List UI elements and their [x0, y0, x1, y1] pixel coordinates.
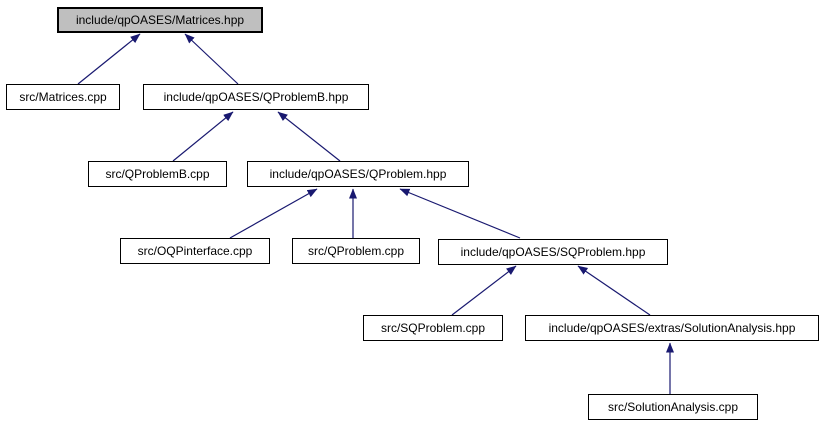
node-qproblemb-hpp[interactable]: include/qpOASES/QProblemB.hpp: [143, 84, 369, 110]
edge-sqproblem-hpp-to-qproblem-hpp: [399, 188, 521, 239]
node-src-matrices-cpp[interactable]: src/Matrices.cpp: [6, 84, 120, 110]
edge-src-sqproblem-cpp-to-sqproblem-hpp: [451, 265, 517, 316]
node-qproblem-hpp[interactable]: include/qpOASES/QProblem.hpp: [247, 161, 469, 187]
node-sqproblem-hpp[interactable]: include/qpOASES/SQProblem.hpp: [438, 239, 668, 265]
node-solutionanalysis-hpp[interactable]: include/qpOASES/extras/SolutionAnalysis.…: [525, 315, 819, 341]
node-src-qproblemb-cpp[interactable]: src/QProblemB.cpp: [88, 161, 227, 187]
node-src-solutionanalysis-cpp[interactable]: src/SolutionAnalysis.cpp: [588, 394, 758, 420]
node-src-oqpinterface-cpp[interactable]: src/OQPinterface.cpp: [120, 238, 270, 264]
edge-qproblemb-hpp-to-matrices-hpp: [184, 33, 239, 85]
node-matrices-hpp[interactable]: include/qpOASES/Matrices.hpp: [57, 7, 263, 33]
node-src-qproblem-cpp[interactable]: src/QProblem.cpp: [292, 238, 420, 264]
edge-solutionanalysis-hpp-to-sqproblem-hpp: [577, 265, 651, 316]
edge-src-qproblemb-cpp-to-qproblemb-hpp: [172, 111, 234, 162]
edge-qproblem-hpp-to-qproblemb-hpp: [277, 111, 341, 162]
node-src-sqproblem-cpp[interactable]: src/SQProblem.cpp: [363, 315, 503, 341]
edge-src-oqpinterface-cpp-to-qproblem-hpp: [229, 188, 318, 239]
edge-src-matrices-cpp-to-matrices-hpp: [77, 33, 141, 85]
